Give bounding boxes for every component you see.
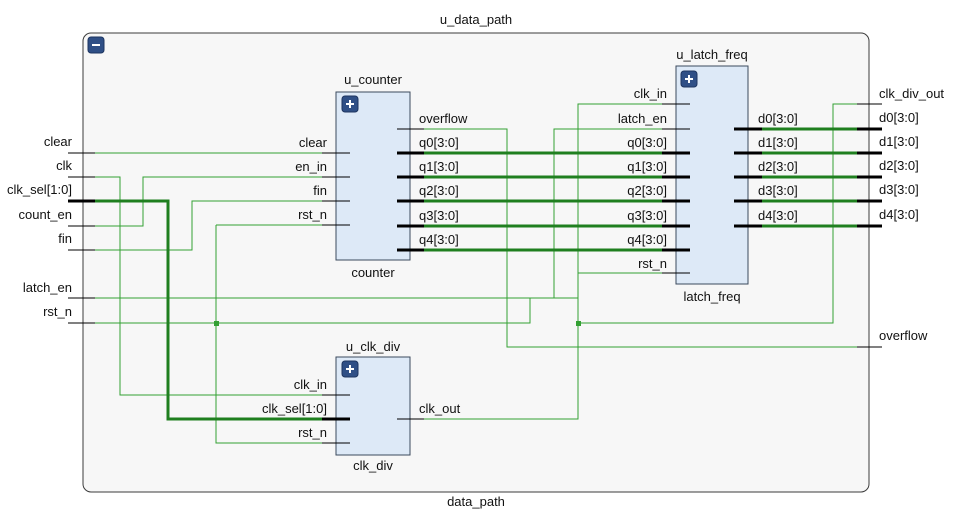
latch-pin-q1: q1[3:0] — [627, 159, 667, 174]
net-clk-out — [410, 103, 688, 420]
latch-pin-d0: d0[3:0] — [758, 111, 798, 126]
latch-pin-d4: d4[3:0] — [758, 208, 798, 223]
counter-instance-name: u_counter — [344, 72, 402, 87]
counter-module-name: counter — [351, 265, 395, 280]
clkdiv-pin-clk-in: clk_in — [294, 377, 327, 392]
latch-instance-name: u_latch_freq — [676, 47, 748, 62]
port-clk[interactable]: clk — [56, 158, 72, 173]
junction-clk-out — [576, 321, 581, 326]
counter-pin-en-in: en_in — [295, 159, 327, 174]
port-d3[interactable]: d3[3:0] — [879, 182, 919, 197]
top-instance-name: u_data_path — [440, 12, 512, 27]
top-outputs: clk_div_out d0[3:0] d1[3:0] d2[3:0] d3[3… — [857, 86, 944, 348]
counter-pin-clear: clear — [299, 135, 328, 150]
latch-expand-button[interactable] — [680, 70, 698, 88]
clkdiv-pin-clk-out: clk_out — [419, 401, 461, 416]
net-overflow — [410, 128, 882, 348]
counter-pin-fin: fin — [313, 183, 327, 198]
latch-box[interactable] — [675, 65, 749, 285]
counter-pin-q3: q3[3:0] — [419, 208, 459, 223]
latch-pin-q2: q2[3:0] — [627, 183, 667, 198]
counter-pin-q1: q1[3:0] — [419, 159, 459, 174]
latch-pin-d1: d1[3:0] — [758, 135, 798, 150]
latch-pin-d3: d3[3:0] — [758, 183, 798, 198]
counter-pin-q4: q4[3:0] — [419, 232, 459, 247]
latch-pin-rst-n: rst_n — [638, 256, 667, 271]
port-overflow[interactable]: overflow — [879, 328, 928, 343]
top-module-name: data_path — [447, 494, 505, 509]
port-d1[interactable]: d1[3:0] — [879, 134, 919, 149]
collapse-button[interactable] — [87, 36, 105, 54]
clkdiv-module-name: clk_div — [353, 458, 393, 473]
port-d4[interactable]: d4[3:0] — [879, 207, 919, 222]
latch-pin-latch-en: latch_en — [618, 111, 667, 126]
data-path-frame — [82, 32, 870, 493]
port-d0[interactable]: d0[3:0] — [879, 110, 919, 125]
counter-pin-q2: q2[3:0] — [419, 183, 459, 198]
port-clk-sel[interactable]: clk_sel[1:0] — [7, 182, 72, 197]
clkdiv-expand-button[interactable] — [341, 360, 359, 378]
junction-rst-n — [214, 321, 219, 326]
net-fin — [68, 200, 336, 251]
port-d2[interactable]: d2[3:0] — [879, 158, 919, 173]
latch-module-name: latch_freq — [683, 289, 740, 304]
latch-block[interactable]: u_latch_freq latch_freq clk_in latch_en … — [618, 47, 798, 304]
clkdiv-pin-clk-sel: clk_sel[1:0] — [262, 401, 327, 416]
port-rst-n[interactable]: rst_n — [43, 304, 72, 319]
counter-expand-button[interactable] — [341, 95, 359, 113]
bus-clk-sel — [68, 199, 336, 421]
clkdiv-instance-name: u_clk_div — [346, 339, 401, 354]
latch-pin-clk-in: clk_in — [634, 86, 667, 101]
counter-pin-q0: q0[3:0] — [419, 135, 459, 150]
port-count-en[interactable]: count_en — [19, 207, 73, 222]
port-clear[interactable]: clear — [44, 134, 73, 149]
latch-pin-q0: q0[3:0] — [627, 135, 667, 150]
counter-pin-overflow: overflow — [419, 111, 468, 126]
clkdiv-pin-rst-n: rst_n — [298, 425, 327, 440]
port-fin[interactable]: fin — [58, 231, 72, 246]
counter-pin-rst-n: rst_n — [298, 207, 327, 222]
port-latch-en[interactable]: latch_en — [23, 280, 72, 295]
clkdiv-block[interactable]: u_clk_div clk_div clk_in clk_sel[1:0] rs… — [262, 339, 461, 473]
top-inputs: clear clk clk_sel[1:0] count_en fin latc… — [7, 134, 95, 324]
counter-block[interactable]: u_counter counter clear en_in fin rst_n … — [295, 72, 468, 280]
port-clk-div-out[interactable]: clk_div_out — [879, 86, 944, 101]
latch-pin-q3: q3[3:0] — [627, 208, 667, 223]
net-latch-en — [68, 128, 688, 299]
latch-pin-d2: d2[3:0] — [758, 159, 798, 174]
latch-pin-q4: q4[3:0] — [627, 232, 667, 247]
